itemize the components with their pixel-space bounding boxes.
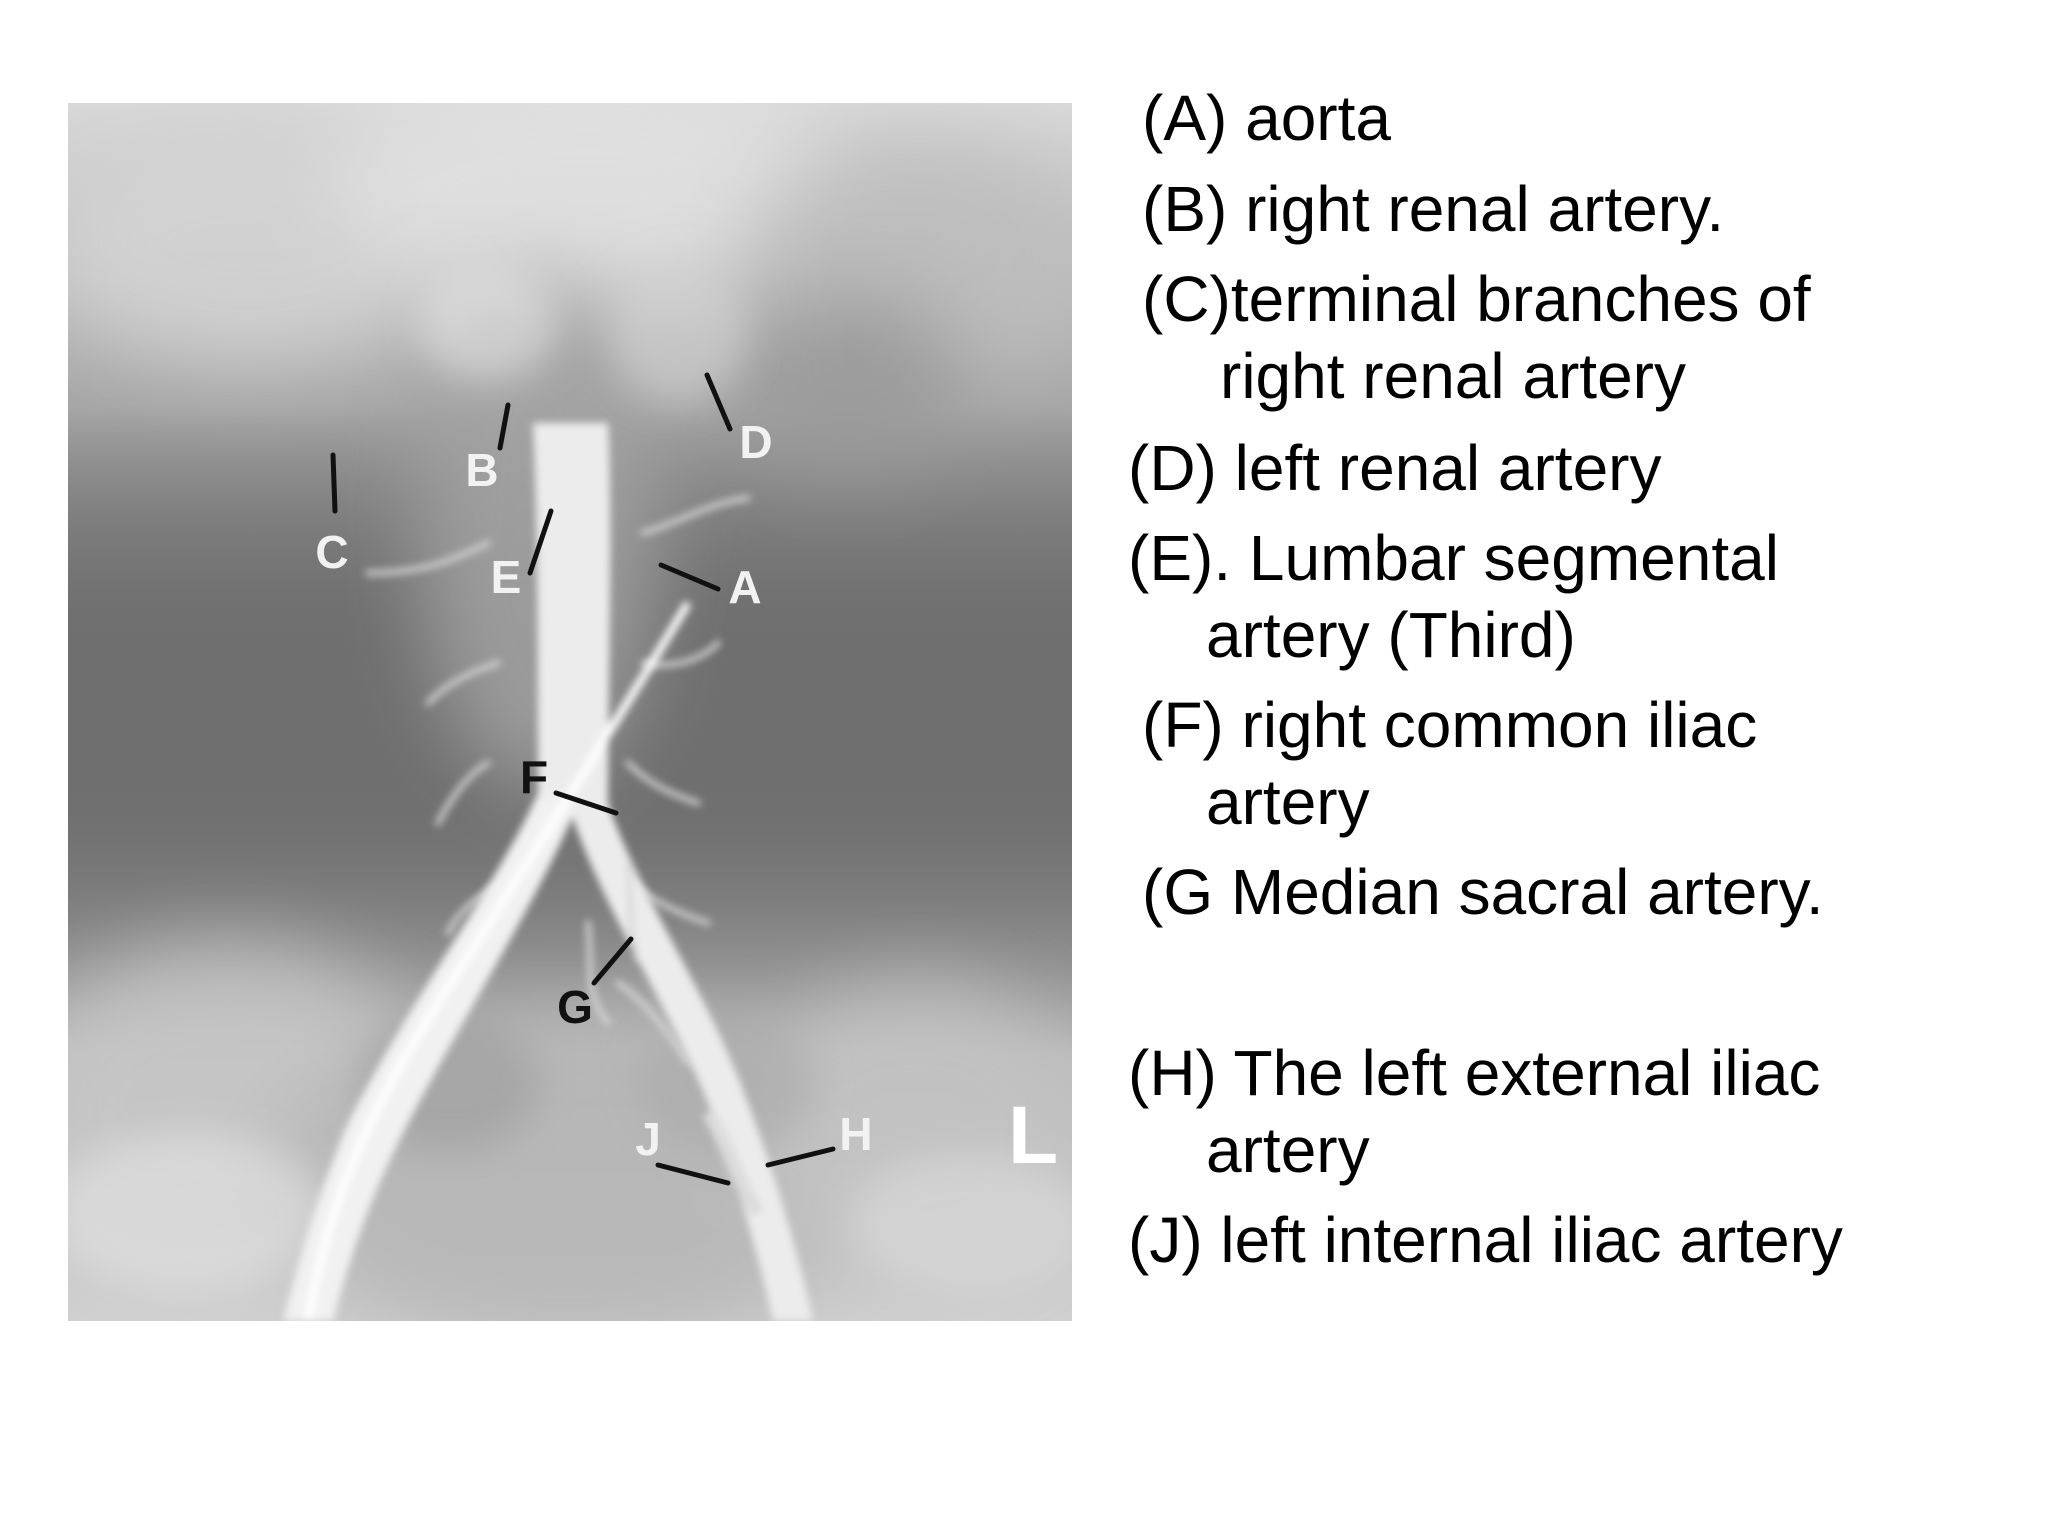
marker-b: B xyxy=(465,444,498,496)
marker-g: G xyxy=(557,981,593,1033)
marker-c: C xyxy=(315,526,348,578)
legend-item-a: (A) aorta xyxy=(1142,80,1391,157)
pointer-line-d xyxy=(704,372,733,432)
marker-a: A xyxy=(728,561,761,613)
legend-item-g: (G Median sacral artery. xyxy=(1142,854,1824,931)
angiogram-image: C B D E A F G J H L xyxy=(68,103,1072,1321)
legend-b-text: (B) right renal artery. xyxy=(1142,173,1725,245)
legend-h-line2: artery xyxy=(1206,1114,1370,1186)
legend-c-line1: (C)terminal branches of xyxy=(1142,263,1811,335)
legend-d-text: (D) left renal artery xyxy=(1128,432,1662,504)
pointer-line-b xyxy=(497,402,511,451)
legend-e-line1: (E). Lumbar segmental xyxy=(1128,522,1779,594)
pointer-line-g xyxy=(591,936,634,986)
legend-f-line2: artery xyxy=(1206,766,1370,838)
legend-item-f: (F) right common iliac artery xyxy=(1142,687,1757,841)
pointer-line-e xyxy=(527,508,554,576)
marker-j: J xyxy=(635,1113,661,1165)
marker-f: F xyxy=(520,751,548,803)
legend-item-b: (B) right renal artery. xyxy=(1142,171,1724,248)
pointer-line-f xyxy=(553,790,619,816)
marker-d: D xyxy=(739,416,772,468)
legend-j-text: (J) left internal iliac artery xyxy=(1128,1204,1843,1276)
marker-h: H xyxy=(839,1108,872,1160)
legend-item-d: (D) left renal artery xyxy=(1128,430,1661,507)
legend-a-text: (A) aorta xyxy=(1142,82,1391,154)
marker-e: E xyxy=(491,551,522,603)
marker-side-l: L xyxy=(1008,1090,1058,1181)
legend-g-text: (G Median sacral artery. xyxy=(1142,856,1824,928)
angiogram-graphic: C B D E A F G J H L xyxy=(68,103,1072,1321)
legend-item-c: (C)terminal branches of right renal arte… xyxy=(1142,261,1811,415)
pointer-line-h xyxy=(765,1146,836,1168)
pointer-line-c xyxy=(330,452,338,514)
legend-e-line2: artery (Third) xyxy=(1206,599,1576,671)
legend-h-line1: (H) The left external iliac xyxy=(1128,1037,1821,1109)
pointer-line-a xyxy=(658,562,721,592)
legend-item-h: (H) The left external iliac artery xyxy=(1128,1035,1820,1189)
legend-item-j: (J) left internal iliac artery xyxy=(1128,1202,1843,1279)
pointer-line-j xyxy=(655,1162,731,1186)
legend-item-e: (E). Lumbar segmental artery (Third) xyxy=(1128,520,1779,674)
legend-f-line1: (F) right common iliac xyxy=(1142,689,1758,761)
legend-c-line2: right renal artery xyxy=(1220,340,1686,412)
